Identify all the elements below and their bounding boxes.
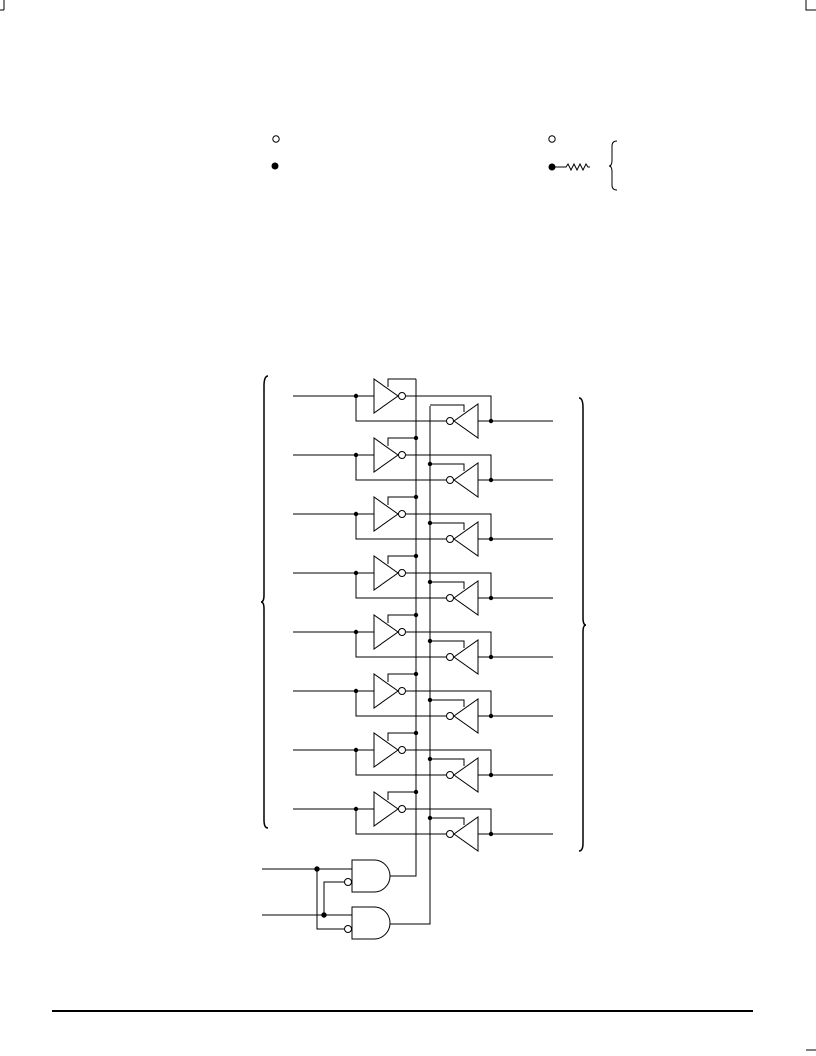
buffer-triangle-reverse	[453, 521, 479, 557]
resistor-icon	[555, 162, 590, 172]
left-brace	[260, 375, 269, 829]
forward-output-wire	[406, 808, 492, 834]
buffer-channels	[293, 378, 553, 852]
input-dot-icon	[271, 162, 279, 170]
enable-wire	[430, 817, 465, 825]
enable-wire	[430, 404, 465, 412]
output-dot-icon	[548, 163, 556, 171]
gate2-inverted-input-icon	[344, 925, 352, 933]
buffer-triangle-forward	[373, 791, 399, 827]
buffer-output-bubble-icon	[446, 712, 454, 720]
forward-output-wire	[406, 513, 492, 539]
buffer-output-bubble-icon	[398, 746, 406, 754]
forward-output-wire	[406, 749, 492, 775]
enable-wire	[387, 614, 416, 623]
enable-wire	[430, 463, 465, 471]
cross-wire-1	[316, 869, 344, 930]
and-gate-2	[351, 906, 391, 940]
buffer-output-bubble-icon	[446, 594, 454, 602]
junction-dot	[488, 536, 494, 542]
buffer-output-bubble-icon	[398, 392, 406, 400]
gate1-inverted-input-icon	[344, 878, 352, 886]
enable-wire	[387, 378, 416, 387]
buffer-triangle-reverse	[453, 580, 479, 616]
forward-output-wire	[406, 454, 492, 480]
enable-wire	[387, 496, 416, 505]
buffer-triangle-reverse	[453, 639, 479, 675]
forward-output-wire	[406, 631, 492, 657]
buffer-triangle-forward	[373, 437, 399, 473]
and-gate-1	[351, 859, 391, 893]
enable-wire	[387, 791, 416, 800]
control-logic	[262, 859, 391, 940]
buffer-output-bubble-icon	[398, 451, 406, 459]
legend-brace	[608, 140, 618, 191]
junction-dot	[488, 477, 494, 483]
buffer-triangle-reverse	[453, 462, 479, 498]
right-brace	[578, 397, 587, 852]
junction-dot	[488, 595, 494, 601]
forward-output-wire	[406, 395, 492, 421]
enable-wire	[430, 758, 465, 766]
buffer-output-bubble-icon	[446, 535, 454, 543]
buffer-triangle-reverse	[453, 698, 479, 734]
buffer-output-bubble-icon	[398, 805, 406, 813]
buffer-output-bubble-icon	[446, 476, 454, 484]
buffer-output-bubble-icon	[446, 653, 454, 661]
enable-bus-b	[390, 406, 431, 925]
junction-dot	[314, 866, 320, 872]
buffer-triangle-forward	[373, 496, 399, 532]
output-open-circle-icon	[548, 135, 556, 143]
junction-dot	[488, 654, 494, 660]
junction-dot	[488, 713, 494, 719]
junction-dot	[488, 418, 494, 424]
buffer-output-bubble-icon	[446, 771, 454, 779]
buffer-output-bubble-icon	[398, 569, 406, 577]
buffer-triangle-reverse	[453, 816, 479, 852]
cross-wire-2	[323, 881, 344, 915]
enable-wire	[430, 699, 465, 707]
buffer-output-bubble-icon	[398, 687, 406, 695]
input-open-circle-icon	[272, 135, 280, 143]
enable-wire	[430, 522, 465, 530]
enable-wire	[387, 437, 416, 446]
forward-output-wire	[406, 572, 492, 598]
buffer-triangle-forward	[373, 614, 399, 650]
buffer-output-bubble-icon	[446, 830, 454, 838]
enable-bus-a	[390, 379, 417, 877]
buffer-triangle-reverse	[453, 403, 479, 439]
buffer-output-bubble-icon	[398, 628, 406, 636]
buffer-output-bubble-icon	[446, 417, 454, 425]
enable-wire	[387, 555, 416, 564]
buffer-triangle-forward	[373, 673, 399, 709]
buffer-triangle-forward	[373, 555, 399, 591]
enable-buses	[390, 379, 431, 925]
buffer-triangle-forward	[373, 378, 399, 414]
enable-wire	[387, 673, 416, 682]
buffer-triangle-reverse	[453, 757, 479, 793]
junction-dot	[488, 831, 494, 837]
enable-wire	[430, 581, 465, 589]
buffer-triangle-forward	[373, 732, 399, 768]
enable-wire	[387, 732, 416, 741]
forward-output-wire	[406, 690, 492, 716]
junction-dot	[488, 772, 494, 778]
legend	[271, 135, 618, 191]
junction-dot	[321, 912, 327, 918]
enable-wire	[430, 640, 465, 648]
buffer-output-bubble-icon	[398, 510, 406, 518]
